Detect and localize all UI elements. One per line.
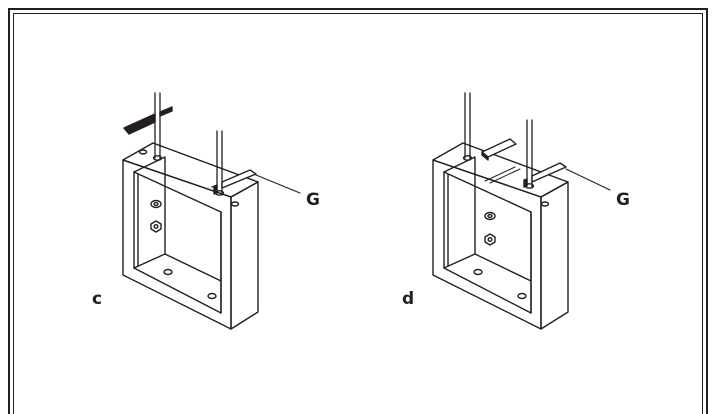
callout-g-left: G [306,190,320,210]
panel-label-d: d [402,289,414,309]
illustration-frame [8,8,708,414]
callout-g-right: G [616,190,630,210]
box-d [432,142,569,330]
box-c [122,142,259,330]
rods-d [462,92,611,191]
rods-c [123,92,301,196]
panel-label-c: c [92,289,102,309]
